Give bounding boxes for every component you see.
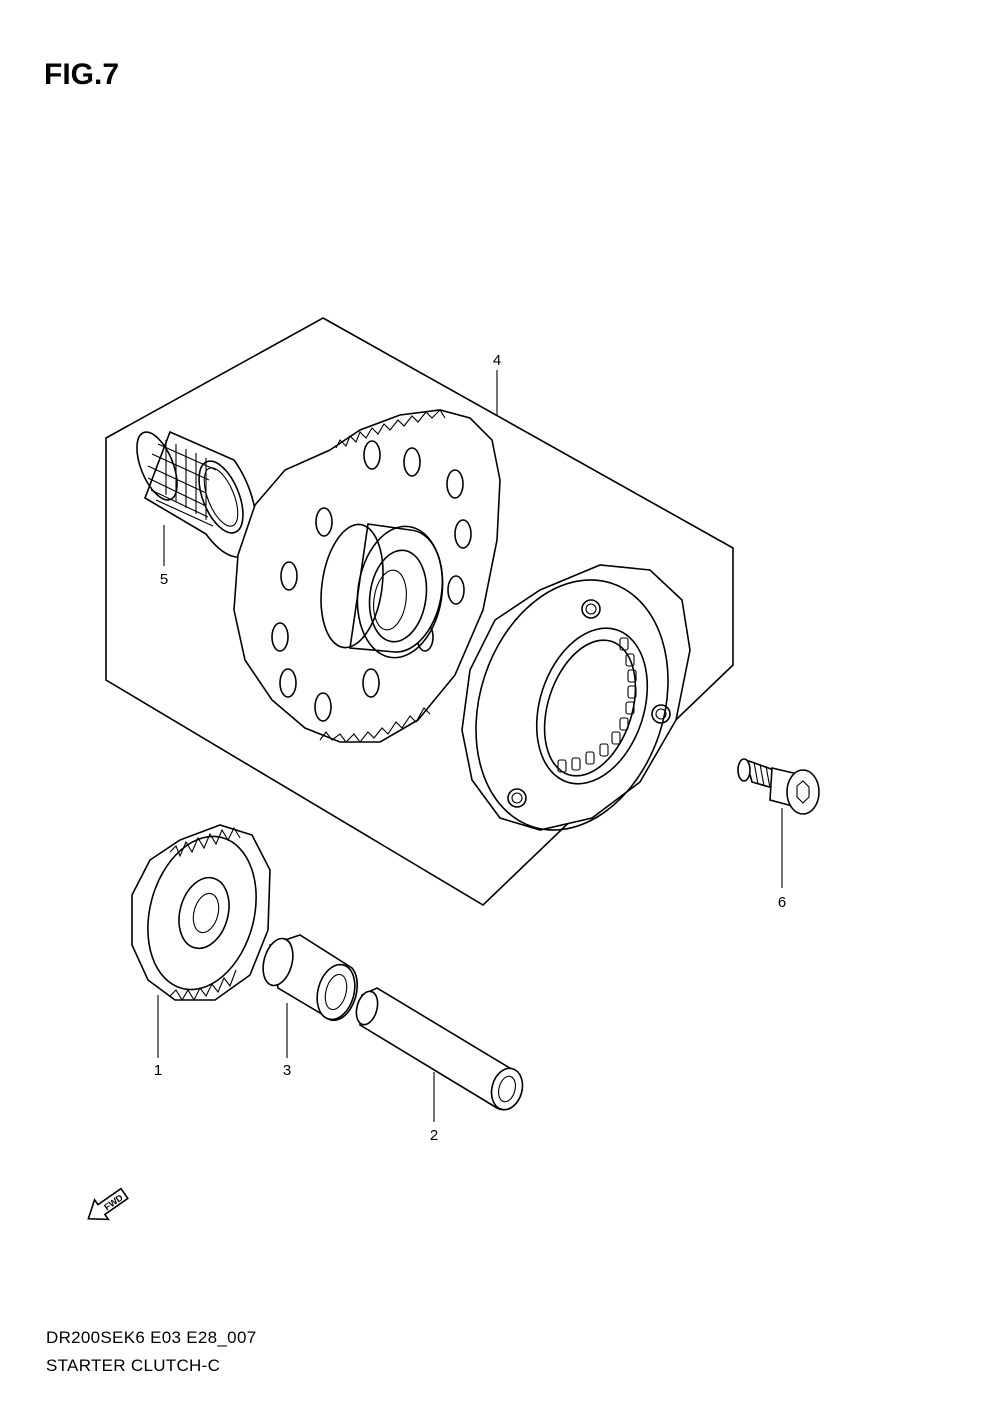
idle-gear-bushing [262,934,359,1022]
diagram-name: STARTER CLUTCH-C [46,1356,221,1375]
clutch-bolt [737,758,820,815]
model-code: DR200SEK6 E03 E28_007 [46,1328,257,1347]
starter-driven-gear [233,409,501,743]
callout-2: 2 [430,1127,438,1144]
idle-gear-shaft [355,987,524,1111]
starter-idle-gear [131,824,271,1002]
callout-6: 6 [778,894,786,911]
fwd-arrow-icon: FWD [87,1187,129,1221]
callout-1: 1 [154,1062,162,1079]
leader-lines [157,370,783,1122]
figure-title: FIG.7 [44,58,120,91]
callout-4: 4 [493,352,501,369]
callout-3: 3 [283,1062,291,1079]
callout-5: 5 [160,571,168,588]
one-way-clutch [461,564,691,831]
assembly-outline [105,317,734,906]
needle-bearing [136,430,258,558]
